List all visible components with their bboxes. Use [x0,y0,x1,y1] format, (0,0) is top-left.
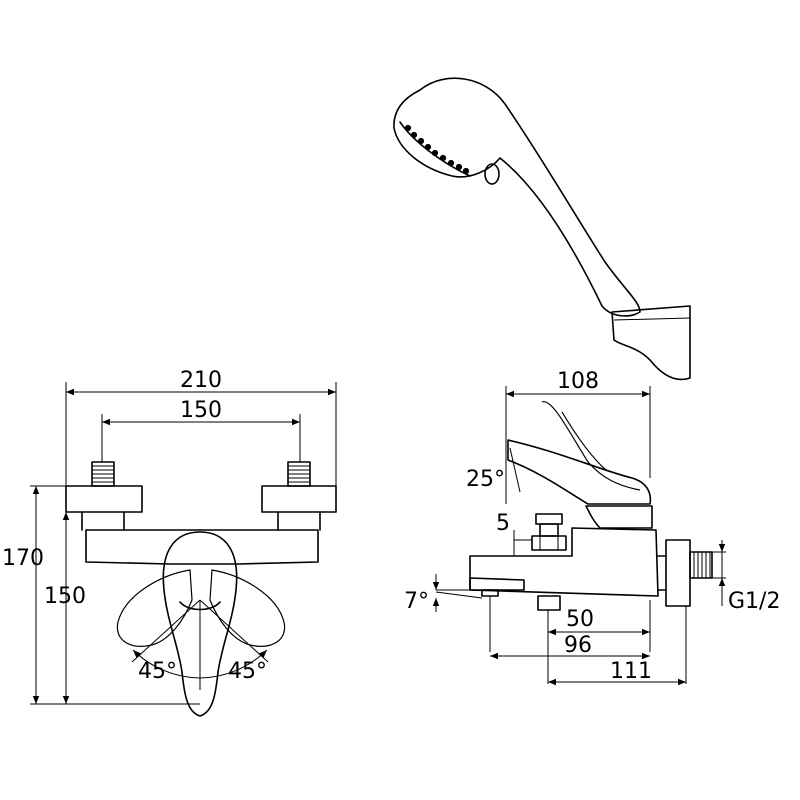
thread-size-label: G1/2 [728,589,780,614]
handle-left-angle-label: 45° [138,659,177,684]
left-connector [65,485,143,513]
side-lever [507,439,652,505]
hand-shower [393,77,691,381]
handle-ghost-right [209,569,286,647]
hand-shower-body [393,77,641,317]
side-depth-label: 108 [557,369,599,394]
spout [469,577,525,591]
diverter-height-label: 5 [496,511,510,536]
right-inlet-thread [287,461,311,487]
side-body [469,527,659,597]
shower-face [399,121,471,177]
shower-nozzles [404,124,470,175]
spout-angle-label: 7° [404,589,429,614]
wall-flange [665,539,691,607]
overall-height-label: 170 [2,546,44,571]
handle-right-angle-label: 45° [228,659,267,684]
spout-reach-label: 96 [564,633,592,658]
left-inlet-thread [91,461,115,487]
side-view [432,386,726,686]
right-connector [261,485,337,513]
inlet-height-label: 150 [44,584,86,609]
hose-outlet [537,595,561,611]
wall-thread [689,551,713,579]
outlet-offset-label: 50 [566,607,594,632]
lever-angle-label: 25° [466,467,505,492]
front-view [30,382,337,717]
diverter-knob [531,513,567,551]
mixer-body [85,529,319,565]
overall-width-label: 210 [180,368,222,393]
side-lever-ghost [541,401,641,491]
shower-button [484,163,500,185]
total-reach-label: 111 [610,659,652,684]
shower-holder [611,305,691,381]
inlet-spacing-label: 150 [180,398,222,423]
handle-ghost-left [116,569,193,647]
lever-handle [162,531,238,717]
